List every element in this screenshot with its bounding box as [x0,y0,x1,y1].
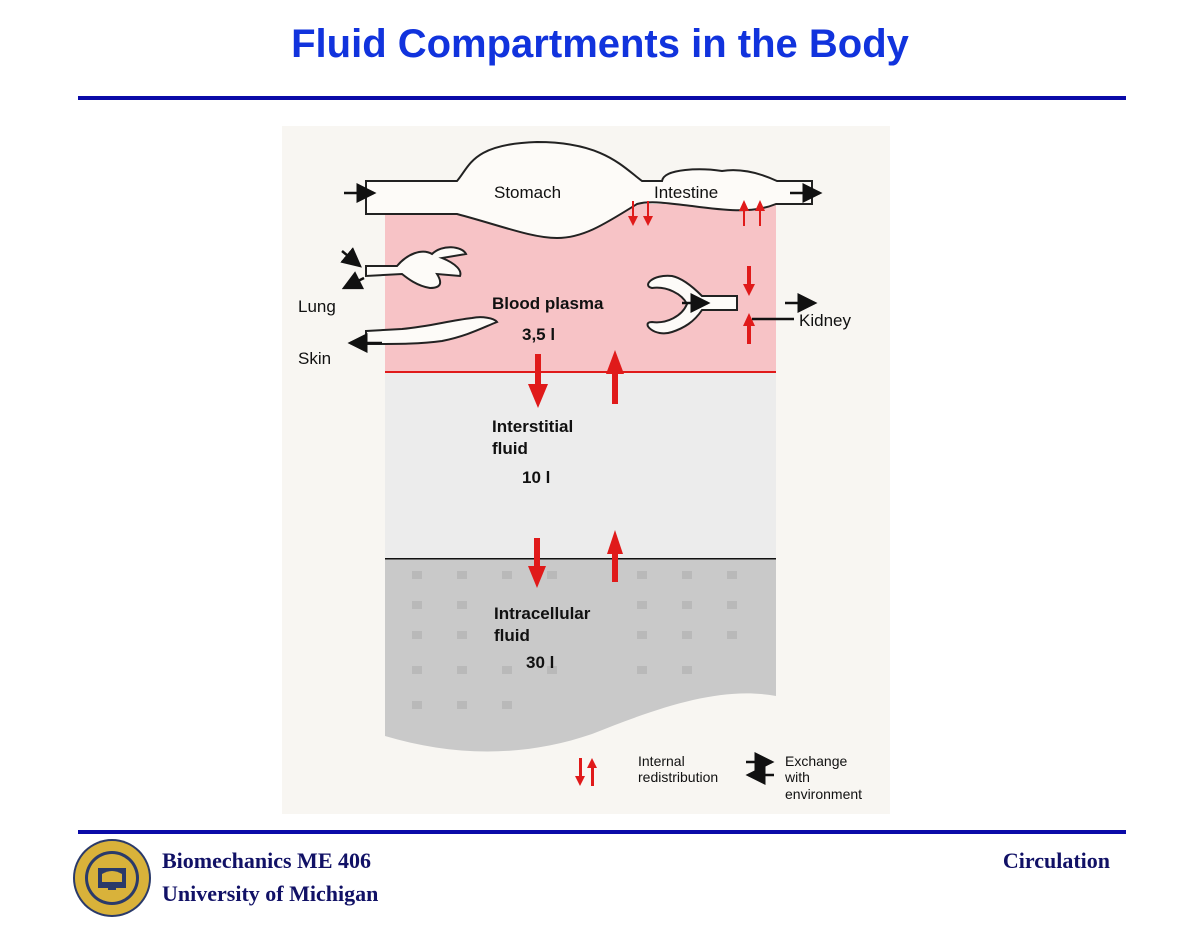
slide-title: Fluid Compartments in the Body [291,22,909,66]
top-rule [78,96,1126,100]
lung-structure [365,246,468,290]
legend-internal-line1: Internal [638,753,685,769]
interstitial-name-line2: fluid [492,439,528,458]
plasma-up-arrow [606,350,624,404]
university-seal-icon [73,839,151,917]
legend: Internal redistribution Exchange with en… [575,752,862,802]
legend-internal-icon [575,758,597,786]
intracellular-volume: 30 l [526,653,554,672]
footer-course: Biomechanics ME 406 [162,848,371,873]
legend-exchange-line3: environment [785,786,862,802]
stomach-label: Stomach [494,183,561,202]
lung-label: Lung [298,297,336,316]
footer-university: University of Michigan [162,881,379,906]
gut-tube [365,140,813,240]
legend-exchange-line2: with [784,769,810,785]
plasma-volume: 3,5 l [522,325,555,344]
intracellular-texture [412,571,737,709]
intracellular-name-line2: fluid [494,626,530,645]
plasma-down-arrow [528,354,548,408]
skin-label: Skin [298,349,331,368]
footer-topic: Circulation [1002,848,1110,873]
interstitial-name-line1: Interstitial [492,417,573,436]
fluid-compartments-diagram: Stomach Intestine Lung Skin Kidney Blood… [282,126,890,814]
legend-internal-line2: redistribution [638,769,718,785]
legend-exchange-icon [745,752,775,785]
plasma-name: Blood plasma [492,294,604,313]
bottom-rule [78,830,1126,834]
exchange-arrows [340,183,823,353]
redistribution-arrows [528,200,765,588]
skin-structure [365,316,499,346]
interstitial-region [385,372,776,558]
kidney-label: Kidney [799,311,851,330]
cell-down-arrow [528,538,546,588]
cell-up-arrow [607,530,623,582]
intestine-label: Intestine [654,183,718,202]
intracellular-region [385,558,776,752]
legend-exchange-line1: Exchange [785,753,847,769]
interstitial-volume: 10 l [522,468,550,487]
intracellular-name-line1: Intracellular [494,604,591,623]
